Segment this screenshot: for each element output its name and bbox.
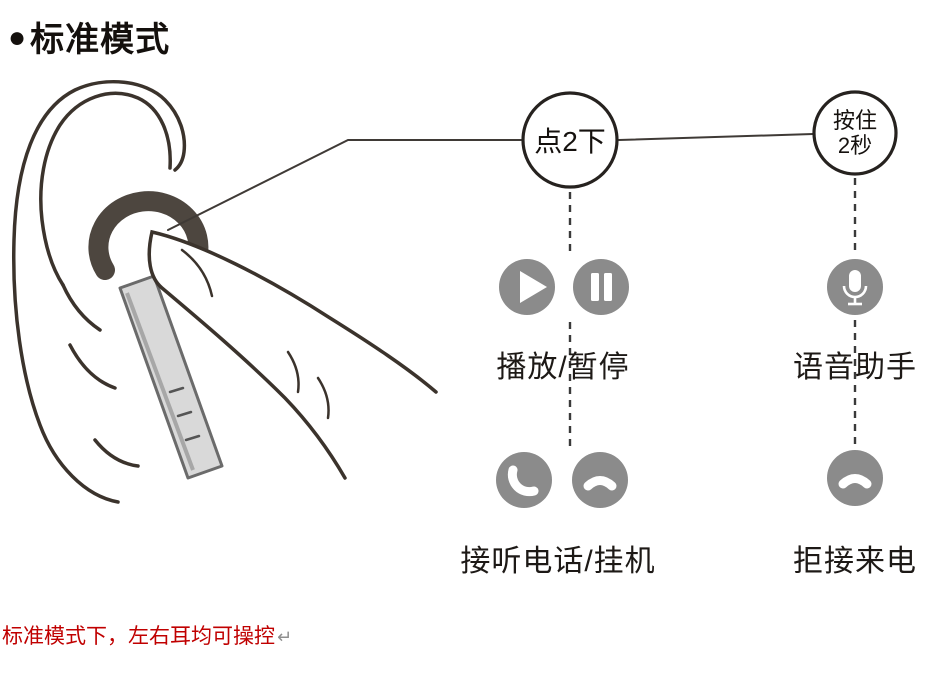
finger-creases (286, 350, 330, 420)
call-reject-icon (827, 450, 883, 506)
call-answer-icon (496, 452, 552, 508)
call-end-icon (572, 452, 628, 508)
action-label-answer-hangup: 接听电话/挂机 (460, 545, 656, 578)
ear-illustration (12, 80, 187, 504)
fingernail-line (180, 248, 214, 298)
mic-icon (827, 259, 883, 315)
page-title: 标准模式 (30, 21, 171, 59)
footnote-text: 标准模式下，左右耳均可操控 (2, 625, 275, 648)
gesture-hold-line2: 2秒 (837, 133, 873, 158)
earbud-tip (88, 191, 209, 280)
footnote: 标准模式下，左右耳均可操控 ↵ (2, 620, 292, 650)
gesture-label-double-tap: 点2下 (534, 126, 606, 157)
dashed-connectors (568, 178, 857, 448)
play-icon (499, 259, 555, 315)
action-label-play-pause: 播放/暂停 (496, 351, 630, 384)
action-label-voice-assistant: 语音助手 (793, 351, 917, 384)
gesture-label-hold-2s: 按住 2秒 (813, 91, 897, 175)
action-label-reject-call: 拒接来电 (793, 545, 917, 578)
pause-icon (573, 259, 629, 315)
connector-lines (167, 133, 814, 231)
finger-illustration (147, 229, 438, 480)
gesture-circle-double-tap (521, 91, 619, 189)
earbud-stem (118, 274, 224, 480)
section-title: ● 标准模式 (8, 12, 170, 61)
paragraph-return-icon: ↵ (277, 627, 293, 647)
bullet-icon: ● (8, 20, 27, 54)
gesture-hold-line1: 按住 (832, 107, 877, 133)
gesture-circle-hold-2s (812, 90, 898, 176)
